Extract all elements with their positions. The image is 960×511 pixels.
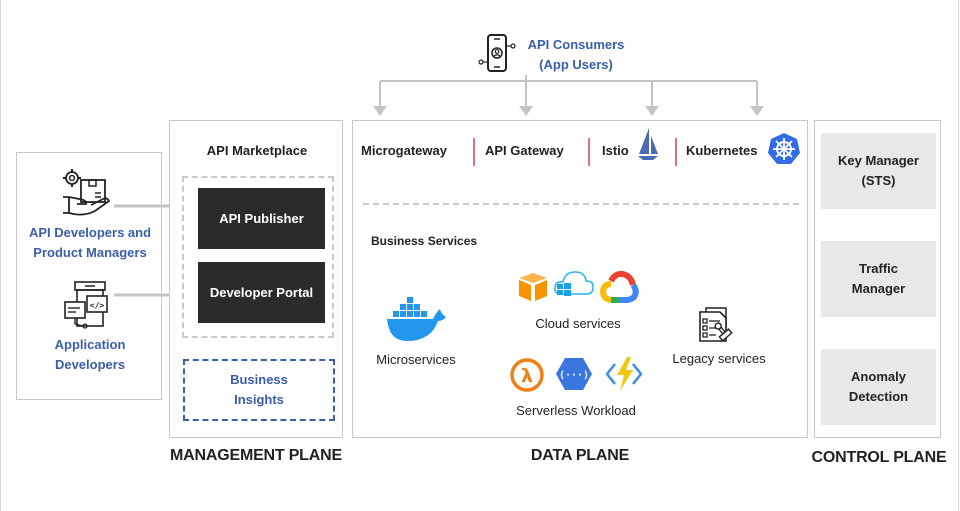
google-cloud-icon xyxy=(599,271,639,303)
business-insights-label-1: Business xyxy=(230,372,288,387)
gcp-functions-icon: (···) xyxy=(556,358,592,390)
anomaly-detection-box[interactable]: Anomaly Detection xyxy=(821,349,936,425)
control-plane-label: CONTROL PLANE xyxy=(811,449,947,466)
api-consumers-label: API Consumers xyxy=(527,37,625,52)
docker-whale-icon xyxy=(387,297,446,341)
azure-cloud-icon xyxy=(554,271,594,296)
key-manager-label: Key Manager xyxy=(838,153,919,168)
data-plane-label: DATA PLANE xyxy=(530,447,630,464)
business-services-title: Business Services xyxy=(371,234,478,248)
traffic-manager-label: Traffic xyxy=(858,261,898,276)
svg-text:λ: λ xyxy=(521,365,533,387)
app-developers-sublabel: Developers xyxy=(54,357,126,372)
app-developers-label: Application xyxy=(54,337,126,352)
actors-panel: API Developers and Product Managers </> … xyxy=(16,152,162,400)
microservices-label: Microservices xyxy=(376,352,456,367)
api-developers-label: API Developers and xyxy=(28,225,152,240)
business-insights-box[interactable]: Business Insights xyxy=(183,359,335,421)
control-plane-panel: Key Manager (STS) Traffic Manager Anomal… xyxy=(814,120,941,438)
gateway-services-divider xyxy=(363,203,799,205)
gateway-microgateway: Microgateway xyxy=(361,143,447,158)
management-plane-panel: API Marketplace API Publisher Developer … xyxy=(169,120,343,438)
hand-box-gear-icon xyxy=(63,169,111,216)
svg-text:(···): (···) xyxy=(559,370,589,381)
arrow-to-kubernetes xyxy=(750,81,764,116)
arrow-to-istio xyxy=(645,81,659,116)
separator xyxy=(675,138,677,166)
api-marketplace-title: API Marketplace xyxy=(206,143,308,158)
marketplace-dashed-group xyxy=(182,176,334,338)
kubernetes-helm-icon xyxy=(768,133,800,164)
legacy-services-label: Legacy services xyxy=(672,351,766,366)
data-plane-panel: Microgateway API Gateway Istio Kubernete… xyxy=(352,120,808,438)
gateway-kubernetes: Kubernetes xyxy=(686,143,758,158)
code-devices-icon: </> xyxy=(64,281,108,329)
api-consumers-sublabel: (App Users) xyxy=(539,57,613,72)
cloud-services-label: Cloud services xyxy=(535,316,621,331)
gateway-api-gateway: API Gateway xyxy=(485,143,564,158)
api-publisher-box[interactable]: API Publisher xyxy=(198,188,325,249)
traffic-manager-sublabel: Manager xyxy=(851,281,906,296)
serverless-workload-label: Serverless Workload xyxy=(516,403,636,418)
traffic-manager-box[interactable]: Traffic Manager xyxy=(821,241,936,317)
istio-sail-icon xyxy=(638,128,658,160)
aws-lambda-icon: λ xyxy=(510,358,544,392)
key-manager-box[interactable]: Key Manager (STS) xyxy=(821,133,936,209)
developer-portal-box[interactable]: Developer Portal xyxy=(198,262,325,323)
gateway-istio: Istio xyxy=(602,143,629,158)
separator xyxy=(473,138,475,166)
separator xyxy=(588,138,590,166)
business-insights-label-2: Insights xyxy=(234,392,284,407)
consumer-arrows xyxy=(373,75,764,116)
key-manager-sublabel: (STS) xyxy=(861,173,896,188)
arrow-to-api-gateway xyxy=(519,81,533,116)
api-developers-sublabel: Product Managers xyxy=(33,245,147,260)
anomaly-detection-label: Anomaly xyxy=(851,369,906,384)
aws-cube-icon xyxy=(519,273,547,301)
mobile-user-icon xyxy=(478,34,516,72)
page-left-border xyxy=(0,0,1,511)
management-plane-label: MANAGEMENT PLANE xyxy=(170,447,342,464)
anomaly-detection-sublabel: Detection xyxy=(848,389,909,404)
azure-functions-icon xyxy=(605,357,643,391)
document-stamp-icon xyxy=(699,307,733,342)
api-consumers: API Consumers (App Users) xyxy=(478,32,658,74)
page-right-border xyxy=(958,0,959,511)
svg-text:</>: </> xyxy=(90,301,105,310)
arrow-to-microgateway xyxy=(373,81,387,116)
